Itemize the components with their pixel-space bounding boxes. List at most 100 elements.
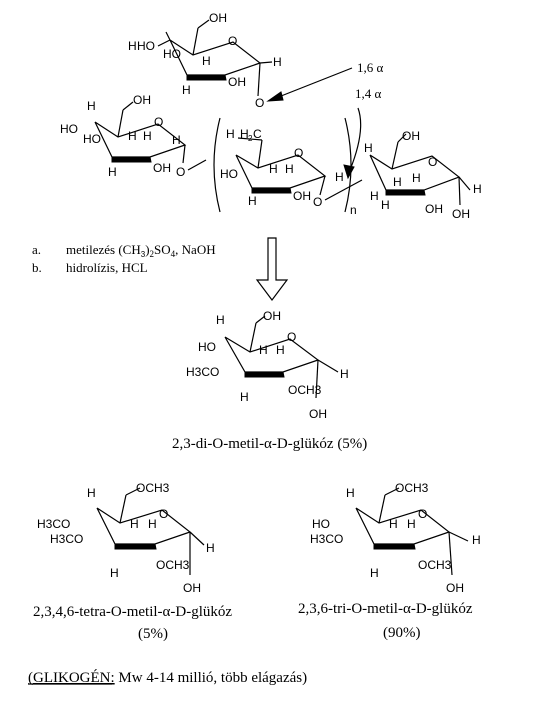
- atom-h3co-di: H3CO: [186, 365, 219, 379]
- atom-h-top-3: H: [273, 55, 282, 69]
- atom-h-left-5: H: [108, 165, 117, 179]
- repeat-subscript-n: n: [350, 203, 357, 217]
- atom-h-left: H: [87, 99, 96, 113]
- atom-h-di-5: H: [240, 390, 249, 404]
- atom-och3-tetra-2: OCH3: [156, 558, 190, 572]
- atom-h-tri-3: H: [407, 517, 416, 531]
- chain-glucose-repeat: H H 2 C O HO H H H H OH O: [220, 127, 363, 209]
- atom-ho-tri: HO: [312, 517, 330, 531]
- label-14-alpha: 1,4 α: [355, 86, 382, 101]
- product-tri-methyl: OCH3 H HO H3CO O H H H H OCH3 OH 2,3,6-t…: [298, 481, 481, 641]
- footer-underlined: (GLIKOGÉN:: [28, 669, 115, 686]
- atom-h-tri-2: H: [389, 517, 398, 531]
- atom-h-tri: H: [346, 486, 355, 500]
- atom-h-tetra-4: H: [206, 541, 215, 555]
- step-a-marker: a.: [32, 242, 41, 257]
- reaction-arrow: [255, 237, 289, 301]
- atom-oh-top-2: OH: [228, 75, 246, 89]
- atom-ho-top-1: HO: [137, 39, 155, 53]
- atom-och3-di: OCH3: [288, 383, 322, 397]
- atom-och3-tri-6: OCH3: [395, 481, 429, 495]
- product-tetra-caption-1: 2,3,4,6-tetra-O-metil-α-D-glükóz: [33, 604, 232, 620]
- branch-glucose-top: OH O HO H HO H H H OH O: [128, 11, 282, 110]
- arrow-16-link: 1,6 α: [266, 60, 384, 102]
- atom-h-tri-5: H: [370, 566, 379, 580]
- atom-h3co-tetra-4: H3CO: [37, 517, 70, 531]
- atom-h-left-4: H: [172, 133, 181, 147]
- atom-h-right-5: H: [370, 189, 379, 203]
- atom-oh-right-2: OH: [425, 202, 443, 216]
- atom-oh-left: OH: [133, 93, 151, 107]
- ring-oxygen-tetra: O: [159, 507, 168, 521]
- label-16-alpha: 1,6 α: [357, 60, 384, 75]
- footer-text: (GLIKOGÉN: Mw 4-14 millió, több elágazás…: [28, 669, 307, 686]
- atom-h-top-4: H: [182, 83, 191, 97]
- atom-ho-left-1: HO: [60, 122, 78, 136]
- footer-rest: Mw 4-14 millió, több elágazás): [115, 670, 307, 686]
- atom-oh-top: OH: [209, 11, 227, 25]
- atom-ho-di: HO: [198, 340, 216, 354]
- atom-h-tetra: H: [87, 486, 96, 500]
- footer-note: (GLIKOGÉN: Mw 4-14 millió, több elágazás…: [28, 669, 307, 686]
- atom-h-right-6: H: [381, 198, 390, 212]
- subscript-2-repeat: 2: [248, 134, 253, 143]
- product-tri-caption-2: (90%): [383, 625, 421, 641]
- atom-h3co-tri-3: H3CO: [310, 532, 343, 546]
- chain-glucose-right: OH H O H H H H H OH OH: [364, 129, 482, 221]
- atom-ho-top-2: HO: [163, 47, 181, 61]
- atom-h-tetra-3: H: [148, 517, 157, 531]
- product-di-methyl: OH H HO O H H H3CO OCH3 H H OH 2,3-di-O-…: [172, 309, 367, 452]
- atom-oh-di: OH: [263, 309, 281, 323]
- atom-h-repeat-2: H: [269, 162, 278, 176]
- atom-oh-right-3: OH: [452, 207, 470, 221]
- chain-glucose-left: OH H HO HO O H H H H OH O: [60, 93, 207, 179]
- atom-h-repeat-3: H: [285, 162, 294, 176]
- atom-oh-tetra: OH: [183, 581, 201, 595]
- atom-h-repeat-4: H: [335, 170, 344, 184]
- product-tetra-methyl: OCH3 H H3CO H3CO O H H H H OCH3 OH 2,3,4…: [33, 481, 232, 642]
- ring-oxygen-tri: O: [418, 507, 427, 521]
- atom-h-repeat-5: H: [248, 194, 257, 208]
- ring-oxygen-top: O: [228, 34, 237, 48]
- atom-h-right-4: H: [473, 182, 482, 196]
- atom-oh-tri: OH: [446, 581, 464, 595]
- ring-oxygen-left: O: [154, 115, 163, 129]
- ring-oxygen-right: O: [428, 155, 437, 169]
- atom-h-right-3: H: [412, 171, 421, 185]
- atom-oh-di-2: OH: [309, 407, 327, 421]
- atom-c-repeat: C: [253, 127, 262, 141]
- glycosidic-oxygen-left: O: [176, 165, 185, 179]
- step-a-text: metilezés (CH3)2SO4, NaOH: [66, 242, 216, 259]
- atom-ho-left-2: HO: [83, 132, 101, 146]
- reaction-steps: a. metilezés (CH3)2SO4, NaOH b. hidrolíz…: [32, 242, 216, 275]
- atom-oh-right: OH: [402, 129, 420, 143]
- atom-och3-tri-2: OCH3: [418, 558, 452, 572]
- glycosidic-oxygen-repeat: O: [313, 195, 322, 209]
- atom-h-top: H: [128, 39, 137, 53]
- atom-h-top-2: H: [202, 54, 211, 68]
- atom-h-left-3: H: [143, 129, 152, 143]
- atom-h-di-2: H: [259, 343, 268, 357]
- atom-oh-left-2: OH: [153, 161, 171, 175]
- product-tetra-caption-2: (5%): [138, 626, 168, 642]
- atom-h-repeat: H: [226, 127, 235, 141]
- atom-h2c-repeat: H: [240, 127, 249, 141]
- atom-h-tetra-5: H: [110, 566, 119, 580]
- atom-h-left-2: H: [128, 129, 137, 143]
- atom-h-di: H: [216, 313, 225, 327]
- repeat-bracket: n: [213, 117, 357, 217]
- atom-och3-tetra-6: OCH3: [136, 481, 170, 495]
- atom-h-tri-4: H: [472, 533, 481, 547]
- atom-oh-repeat: OH: [293, 189, 311, 203]
- glycosidic-oxygen-16: O: [255, 96, 264, 110]
- atom-h-right-2: H: [393, 175, 402, 189]
- atom-h3co-tetra-3: H3CO: [50, 532, 83, 546]
- atom-h-di-3: H: [276, 343, 285, 357]
- ring-oxygen-repeat: O: [294, 146, 303, 160]
- step-b-text: hidrolízis, HCL: [66, 260, 148, 275]
- atom-h-tetra-2: H: [130, 517, 139, 531]
- product-tri-caption-1: 2,3,6-tri-O-metil-α-D-glükóz: [298, 601, 473, 617]
- atom-ho-repeat: HO: [220, 167, 238, 181]
- product-di-caption: 2,3-di-O-metil-α-D-glükóz (5%): [172, 436, 367, 452]
